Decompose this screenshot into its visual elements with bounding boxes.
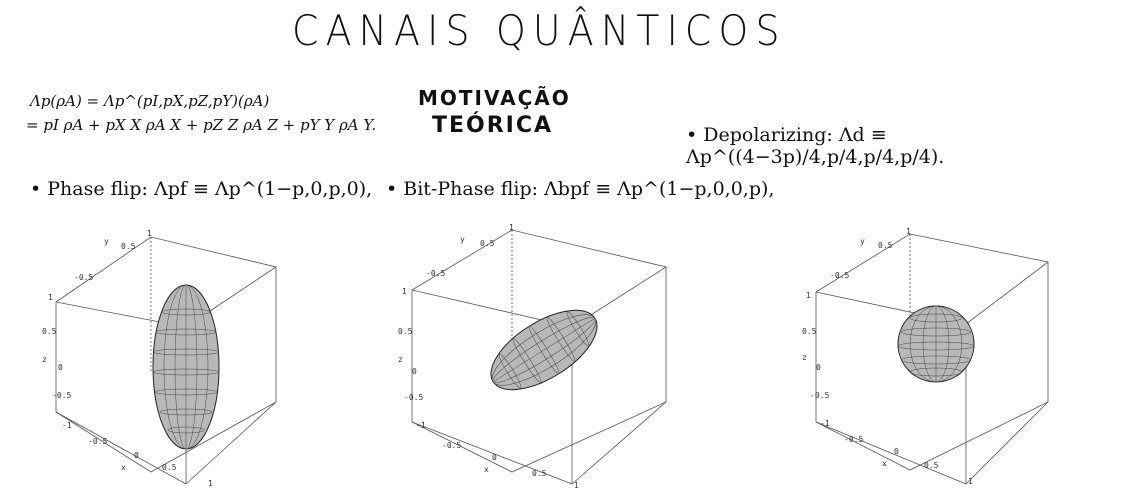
y-axis-label: y — [460, 235, 465, 244]
sphere — [897, 305, 975, 383]
tick-label: 0.5 — [924, 461, 939, 470]
tick-label: 0 — [894, 447, 899, 456]
tick-label: -0.5 — [830, 271, 849, 280]
tick-label: -0.5 — [88, 437, 107, 446]
x-axis-label: x — [484, 465, 489, 474]
tick-label: -0.5 — [442, 441, 461, 450]
tick-label: 1 — [208, 479, 213, 488]
x-axis-label: x — [882, 459, 887, 468]
tick-label: 1 — [968, 477, 973, 486]
tick-label: 0.5 — [480, 239, 495, 248]
tick-label: 0.5 — [42, 327, 57, 336]
tick-label: -1 — [62, 421, 72, 430]
tick-label: 0.5 — [398, 327, 413, 336]
tick-label: 1 — [806, 291, 811, 300]
y-axis-label: y — [860, 237, 865, 246]
ellipsoid — [490, 309, 598, 391]
tick-label: 0 — [134, 451, 139, 460]
tick-label: -0.5 — [426, 269, 445, 278]
tick-label: 0.5 — [532, 469, 547, 478]
tick-label: -1 — [820, 419, 830, 428]
tick-label: 0.5 — [162, 463, 177, 472]
phase-flip-definition: • Phase flip: Λpf ≡ Λp^(1−p,0,p,0), — [30, 178, 373, 200]
z-axis-label: z — [42, 355, 47, 364]
tick-label: 1 — [509, 223, 514, 232]
bit-phase-flip-plot: y 0.5 1 -0.5 1 0.5 z 0 -0.5 -1 -0.5 0 x … — [398, 223, 667, 490]
tick-label: 0.5 — [121, 242, 136, 251]
tick-label: 1 — [147, 229, 152, 238]
bit-phase-flip-definition: • Bit-Phase flip: Λbpf ≡ Λp^(1−p,0,0,p), — [386, 178, 775, 200]
tick-label: 1 — [48, 293, 53, 302]
tick-label: 0.5 — [878, 241, 893, 250]
channel-equation-line2: = pI ρA + pX X ρA X + pZ Z ρA Z + pY Y ρ… — [26, 116, 377, 134]
tick-label: -0.5 — [52, 391, 71, 400]
ellipsoid — [152, 284, 220, 450]
tick-label: 0.5 — [802, 327, 817, 336]
tick-label: -0.5 — [74, 273, 93, 282]
channel-equation-line1: Λp(ρA) = Λp^(pI,pX,pZ,pY)(ρA) — [30, 92, 270, 110]
x-axis-label: x — [121, 463, 126, 472]
phase-flip-plot: y 0.5 1 -0.5 1 0.5 z 0 -0.5 -1 -0.5 0 x … — [42, 229, 277, 488]
tick-label: 1 — [402, 287, 407, 296]
tick-label: -0.5 — [844, 435, 863, 444]
depolarizing-definition: • Depolarizing: Λd ≡ Λp^((4−3p)/4,p/4,p/… — [686, 124, 945, 168]
theory-label: TEÓRICA — [432, 113, 554, 138]
tick-label: 0 — [412, 367, 417, 376]
tick-label: -0.5 — [810, 391, 829, 400]
tick-label: 0 — [816, 363, 821, 372]
tick-label: 0 — [492, 453, 497, 462]
motivation-label: MOTIVAÇÃO — [418, 86, 571, 110]
tick-label: 1 — [574, 481, 579, 490]
tick-label: 1 — [906, 227, 911, 236]
tick-label: -1 — [416, 421, 426, 430]
tick-label: -0.5 — [404, 393, 423, 402]
y-axis-label: y — [104, 237, 109, 246]
depolarizing-plot: y 0.5 1 -0.5 1 0.5 z 0 -0.5 -1 -0.5 0 x … — [802, 227, 1049, 486]
z-axis-label: z — [802, 353, 807, 362]
z-axis-label: z — [398, 355, 403, 364]
tick-label: 0 — [58, 363, 63, 372]
cube-frame — [815, 233, 1049, 485]
page-title: CANAIS QUÂNTICOS — [292, 6, 787, 55]
